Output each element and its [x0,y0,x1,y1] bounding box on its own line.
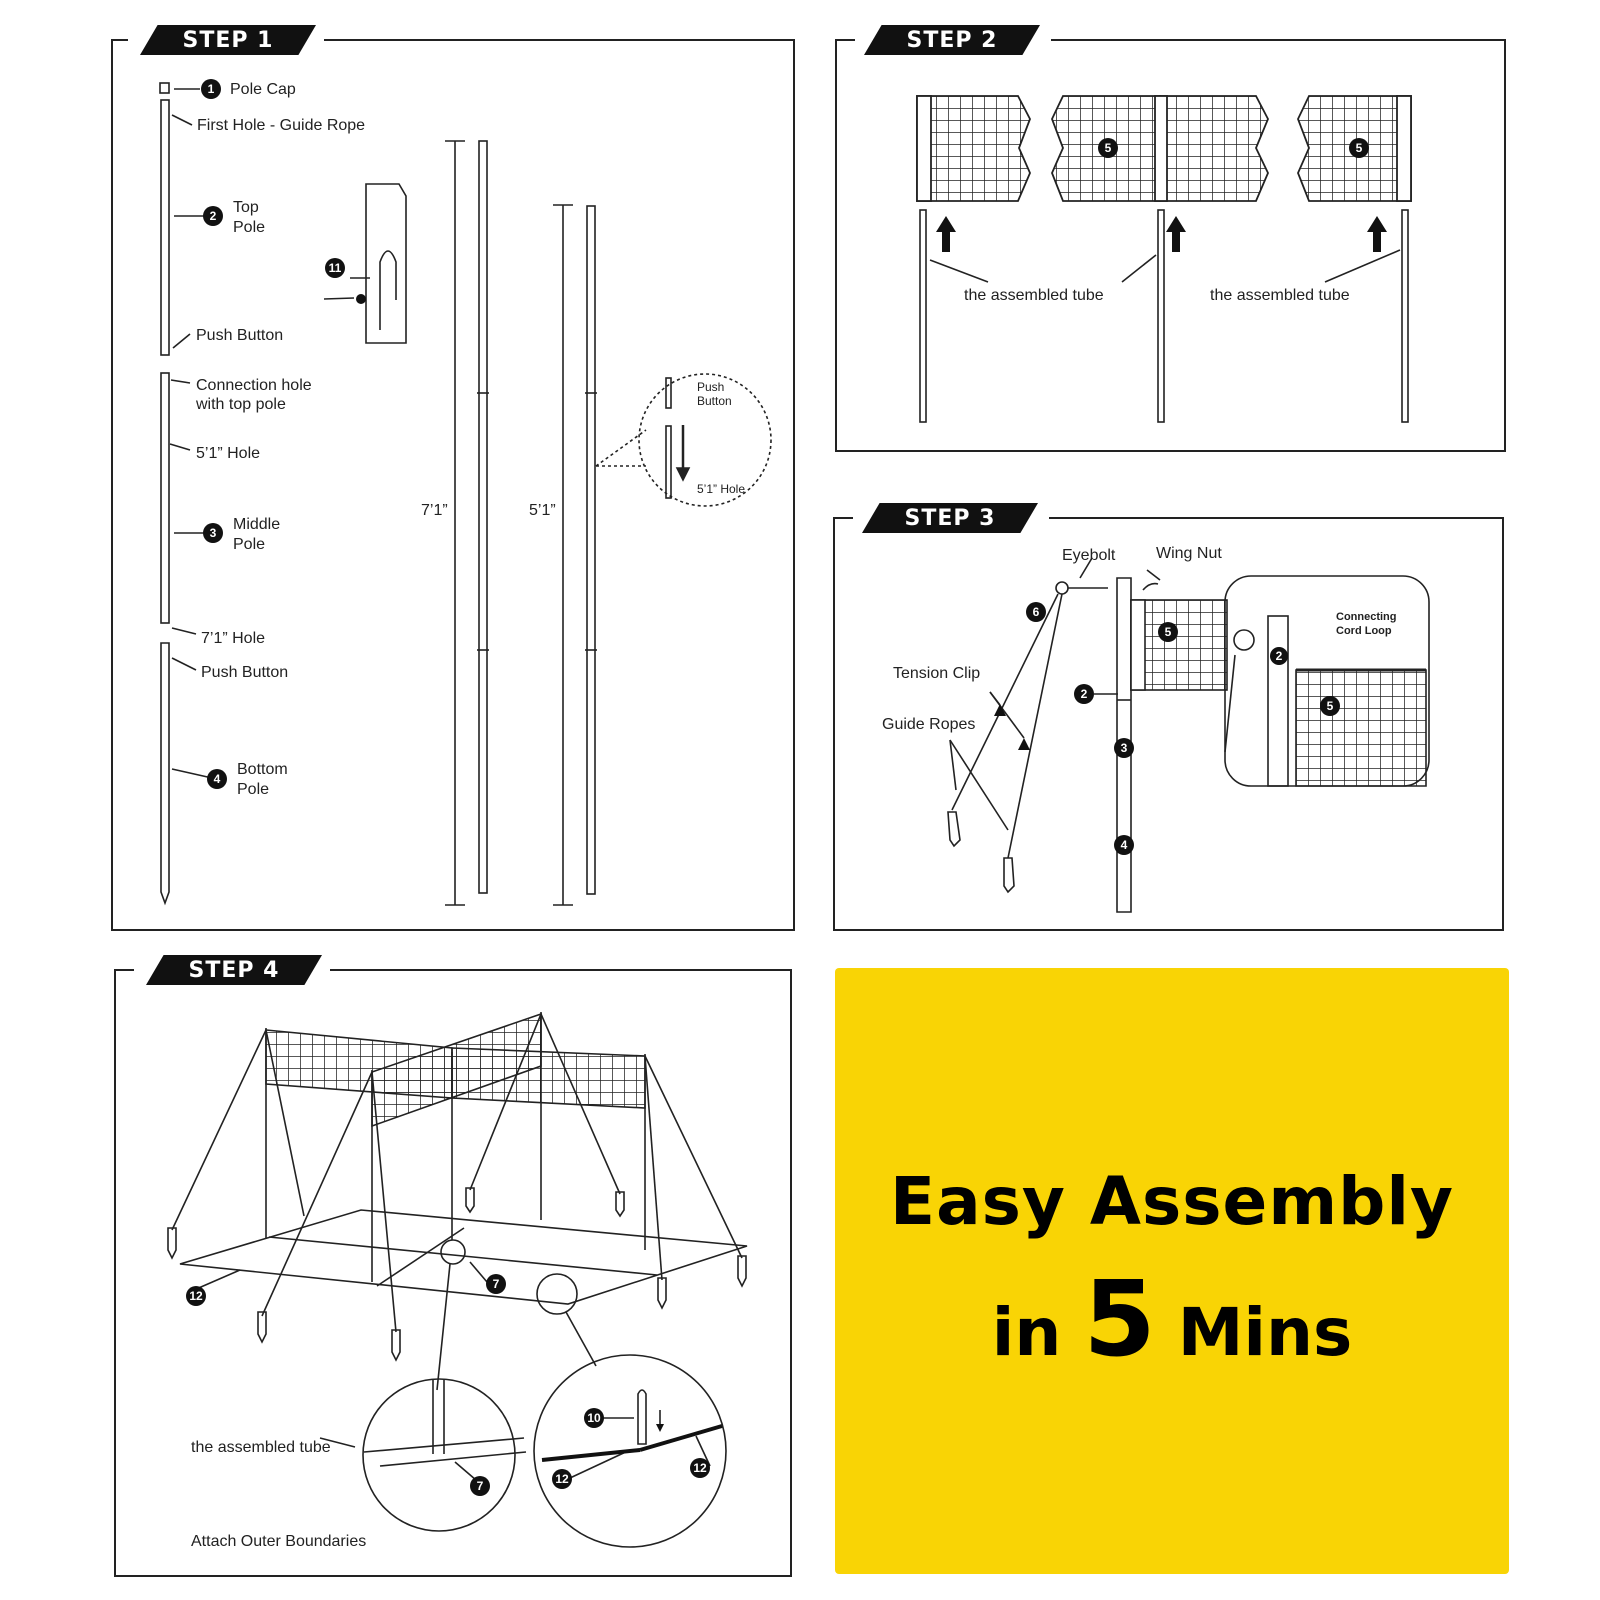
svg-text:Top: Top [233,199,259,216]
pole-cap-shape [159,82,170,94]
svg-text:7: 7 [477,1479,484,1493]
step1-tag: STEP 1 [140,25,316,55]
svg-text:2: 2 [1081,687,1088,701]
svg-text:Wing Nut: Wing Nut [1156,545,1222,562]
svg-text:12: 12 [693,1461,707,1475]
badge-3 [203,523,223,543]
svg-text:10: 10 [587,1411,601,1425]
svg-text:2: 2 [210,209,217,223]
svg-text:12: 12 [555,1472,569,1486]
svg-text:5’1”: 5’1” [529,502,556,519]
svg-text:Eyebolt: Eyebolt [1062,547,1116,564]
svg-text:the assembled tube: the assembled tube [964,287,1104,304]
promo-number: 5 [1083,1257,1156,1380]
svg-text:Cord Loop: Cord Loop [1336,625,1392,637]
svg-text:Push Button: Push Button [201,664,288,681]
svg-text:Bottom: Bottom [237,761,288,778]
svg-text:11: 11 [329,261,342,275]
svg-text:Pole Cap: Pole Cap [230,81,296,98]
svg-text:6: 6 [1033,605,1040,619]
svg-text:Connecting: Connecting [1336,611,1397,623]
middle-pole-shape [160,372,170,624]
svg-text:3: 3 [210,526,217,540]
svg-text:Middle: Middle [233,516,280,533]
bottom-pole-shape [160,642,170,906]
svg-text:the assembled tube: the assembled tube [191,1439,331,1456]
badge-11 [325,258,345,278]
badge-2 [203,206,223,226]
svg-text:12: 12 [189,1289,203,1303]
svg-text:5: 5 [1105,141,1112,155]
svg-text:Button: Button [697,394,732,408]
promo-in: in [991,1293,1062,1371]
svg-text:7’1” Hole: 7’1” Hole [201,630,265,647]
svg-text:Guide Ropes: Guide Ropes [882,716,975,733]
svg-text:Push Button: Push Button [196,327,283,344]
step2-tag: STEP 2 [864,25,1040,55]
svg-text:3: 3 [1121,741,1128,755]
svg-text:7: 7 [493,1277,500,1291]
svg-text:the assembled tube: the assembled tube [1210,287,1350,304]
svg-text:5’1” Hole: 5’1” Hole [697,482,745,496]
svg-text:4: 4 [214,772,221,786]
svg-text:2: 2 [1276,649,1283,663]
svg-text:4: 4 [1121,838,1128,852]
step3-tag: STEP 3 [862,503,1038,533]
promo-mins: Mins [1177,1293,1353,1371]
svg-text:7’1”: 7’1” [421,502,448,519]
step4-tag: STEP 4 [146,955,322,985]
badge-1 [201,79,221,99]
svg-text:First Hole - Guide Rope: First Hole - Guide Rope [197,117,365,134]
svg-text:5’1” Hole: 5’1” Hole [196,445,260,462]
promo-subline: in 5 Mins [992,1258,1353,1380]
svg-text:Pole: Pole [233,219,265,236]
badge-4 [207,769,227,789]
svg-text:Pole: Pole [233,536,265,553]
promo-headline: Easy Assembly [890,1162,1454,1240]
svg-text:Connection hole: Connection hole [196,377,312,394]
svg-text:5: 5 [1165,625,1172,639]
promo-banner: Easy Assembly in 5 Mins [835,968,1509,1574]
svg-text:Push: Push [697,380,724,394]
top-pole-shape [160,99,170,356]
svg-text:with top pole: with top pole [195,396,286,413]
svg-text:5: 5 [1327,699,1334,713]
svg-text:Tension Clip: Tension Clip [893,665,980,682]
svg-text:5: 5 [1356,141,1363,155]
svg-text:Pole: Pole [237,781,269,798]
svg-text:1: 1 [208,82,215,96]
svg-text:Attach Outer Boundaries: Attach Outer Boundaries [191,1533,366,1550]
